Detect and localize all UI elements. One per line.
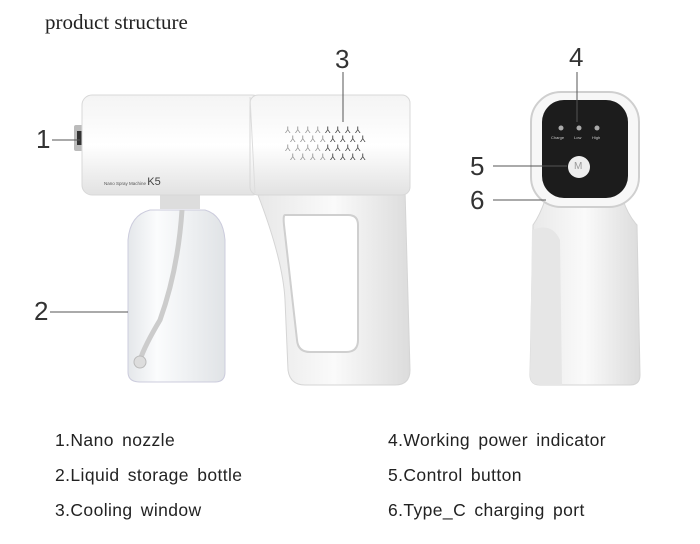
model-text: Nano Spray Machine K5 [104, 176, 161, 188]
caption-working-power-indicator: 4.Working power indicator [388, 430, 606, 450]
indicator-label-high: High [592, 135, 601, 140]
control-panel [542, 100, 628, 198]
callout-1: 1 [36, 124, 51, 154]
vent-hole: ⅄ [339, 152, 346, 162]
caption-type-c-charging-port: 6.Type_C charging port [388, 500, 585, 520]
vent-hole: ⅄ [324, 143, 331, 153]
callout-4: 4 [569, 42, 584, 72]
vent-hole: ⅄ [339, 134, 346, 144]
indicator-led [558, 125, 564, 131]
device-front-view [529, 91, 641, 386]
vent-hole: ⅄ [354, 143, 361, 153]
vent-hole: ⅄ [349, 134, 356, 144]
vent-hole: ⅄ [309, 152, 316, 162]
vent-hole: ⅄ [304, 143, 311, 153]
liquid-storage-bottle [127, 195, 226, 383]
vent-hole: ⅄ [289, 134, 296, 144]
caption-liquid-storage-bottle: 2.Liquid storage bottle [55, 465, 243, 485]
vent-hole: ⅄ [329, 152, 336, 162]
caption-control-button: 5.Control button [388, 465, 522, 485]
vent-hole: ⅄ [284, 125, 291, 135]
vent-hole: ⅄ [294, 125, 301, 135]
vent-hole: ⅄ [359, 152, 366, 162]
vent-hole: ⅄ [334, 143, 341, 153]
vent-hole: ⅄ [359, 134, 366, 144]
handle [257, 189, 411, 386]
indicator-label-low: Low [574, 135, 582, 140]
callout-6: 6 [470, 185, 485, 215]
vent-hole: ⅄ [319, 134, 326, 144]
vent-hole: ⅄ [294, 143, 301, 153]
vent-hole: ⅄ [334, 125, 341, 135]
cooling-window: ⅄⅄⅄⅄⅄⅄⅄⅄⅄⅄⅄⅄⅄⅄⅄⅄⅄⅄⅄⅄⅄⅄⅄⅄⅄⅄⅄⅄⅄⅄⅄⅄ [284, 125, 366, 162]
vent-hole: ⅄ [299, 152, 306, 162]
caption-nano-nozzle: 1.Nano nozzle [55, 430, 176, 450]
caption-cooling-window: 3.Cooling window [55, 500, 202, 520]
vent-hole: ⅄ [314, 143, 321, 153]
vent-hole: ⅄ [319, 152, 326, 162]
vent-hole: ⅄ [349, 152, 356, 162]
vent-hole: ⅄ [324, 125, 331, 135]
vent-hole: ⅄ [354, 125, 361, 135]
vent-hole: ⅄ [344, 125, 351, 135]
indicator-label-charge: Charge [551, 135, 565, 140]
vent-hole: ⅄ [314, 125, 321, 135]
callout-2: 2 [34, 296, 49, 326]
vent-hole: ⅄ [329, 134, 336, 144]
vent-hole: ⅄ [309, 134, 316, 144]
callout-3: 3 [335, 44, 350, 74]
control-button-label: M [574, 161, 583, 172]
vent-hole: ⅄ [304, 125, 311, 135]
control-button [568, 156, 590, 178]
vent-hole: ⅄ [344, 143, 351, 153]
model-name: K5 [147, 176, 161, 188]
page-title: product structure [45, 10, 188, 34]
indicator-led [594, 125, 600, 131]
vent-hole: ⅄ [284, 143, 291, 153]
callout-5: 5 [470, 151, 485, 181]
vent-hole: ⅄ [289, 152, 296, 162]
vent-hole: ⅄ [299, 134, 306, 144]
gun-body [81, 94, 411, 196]
indicator-led [576, 125, 582, 131]
